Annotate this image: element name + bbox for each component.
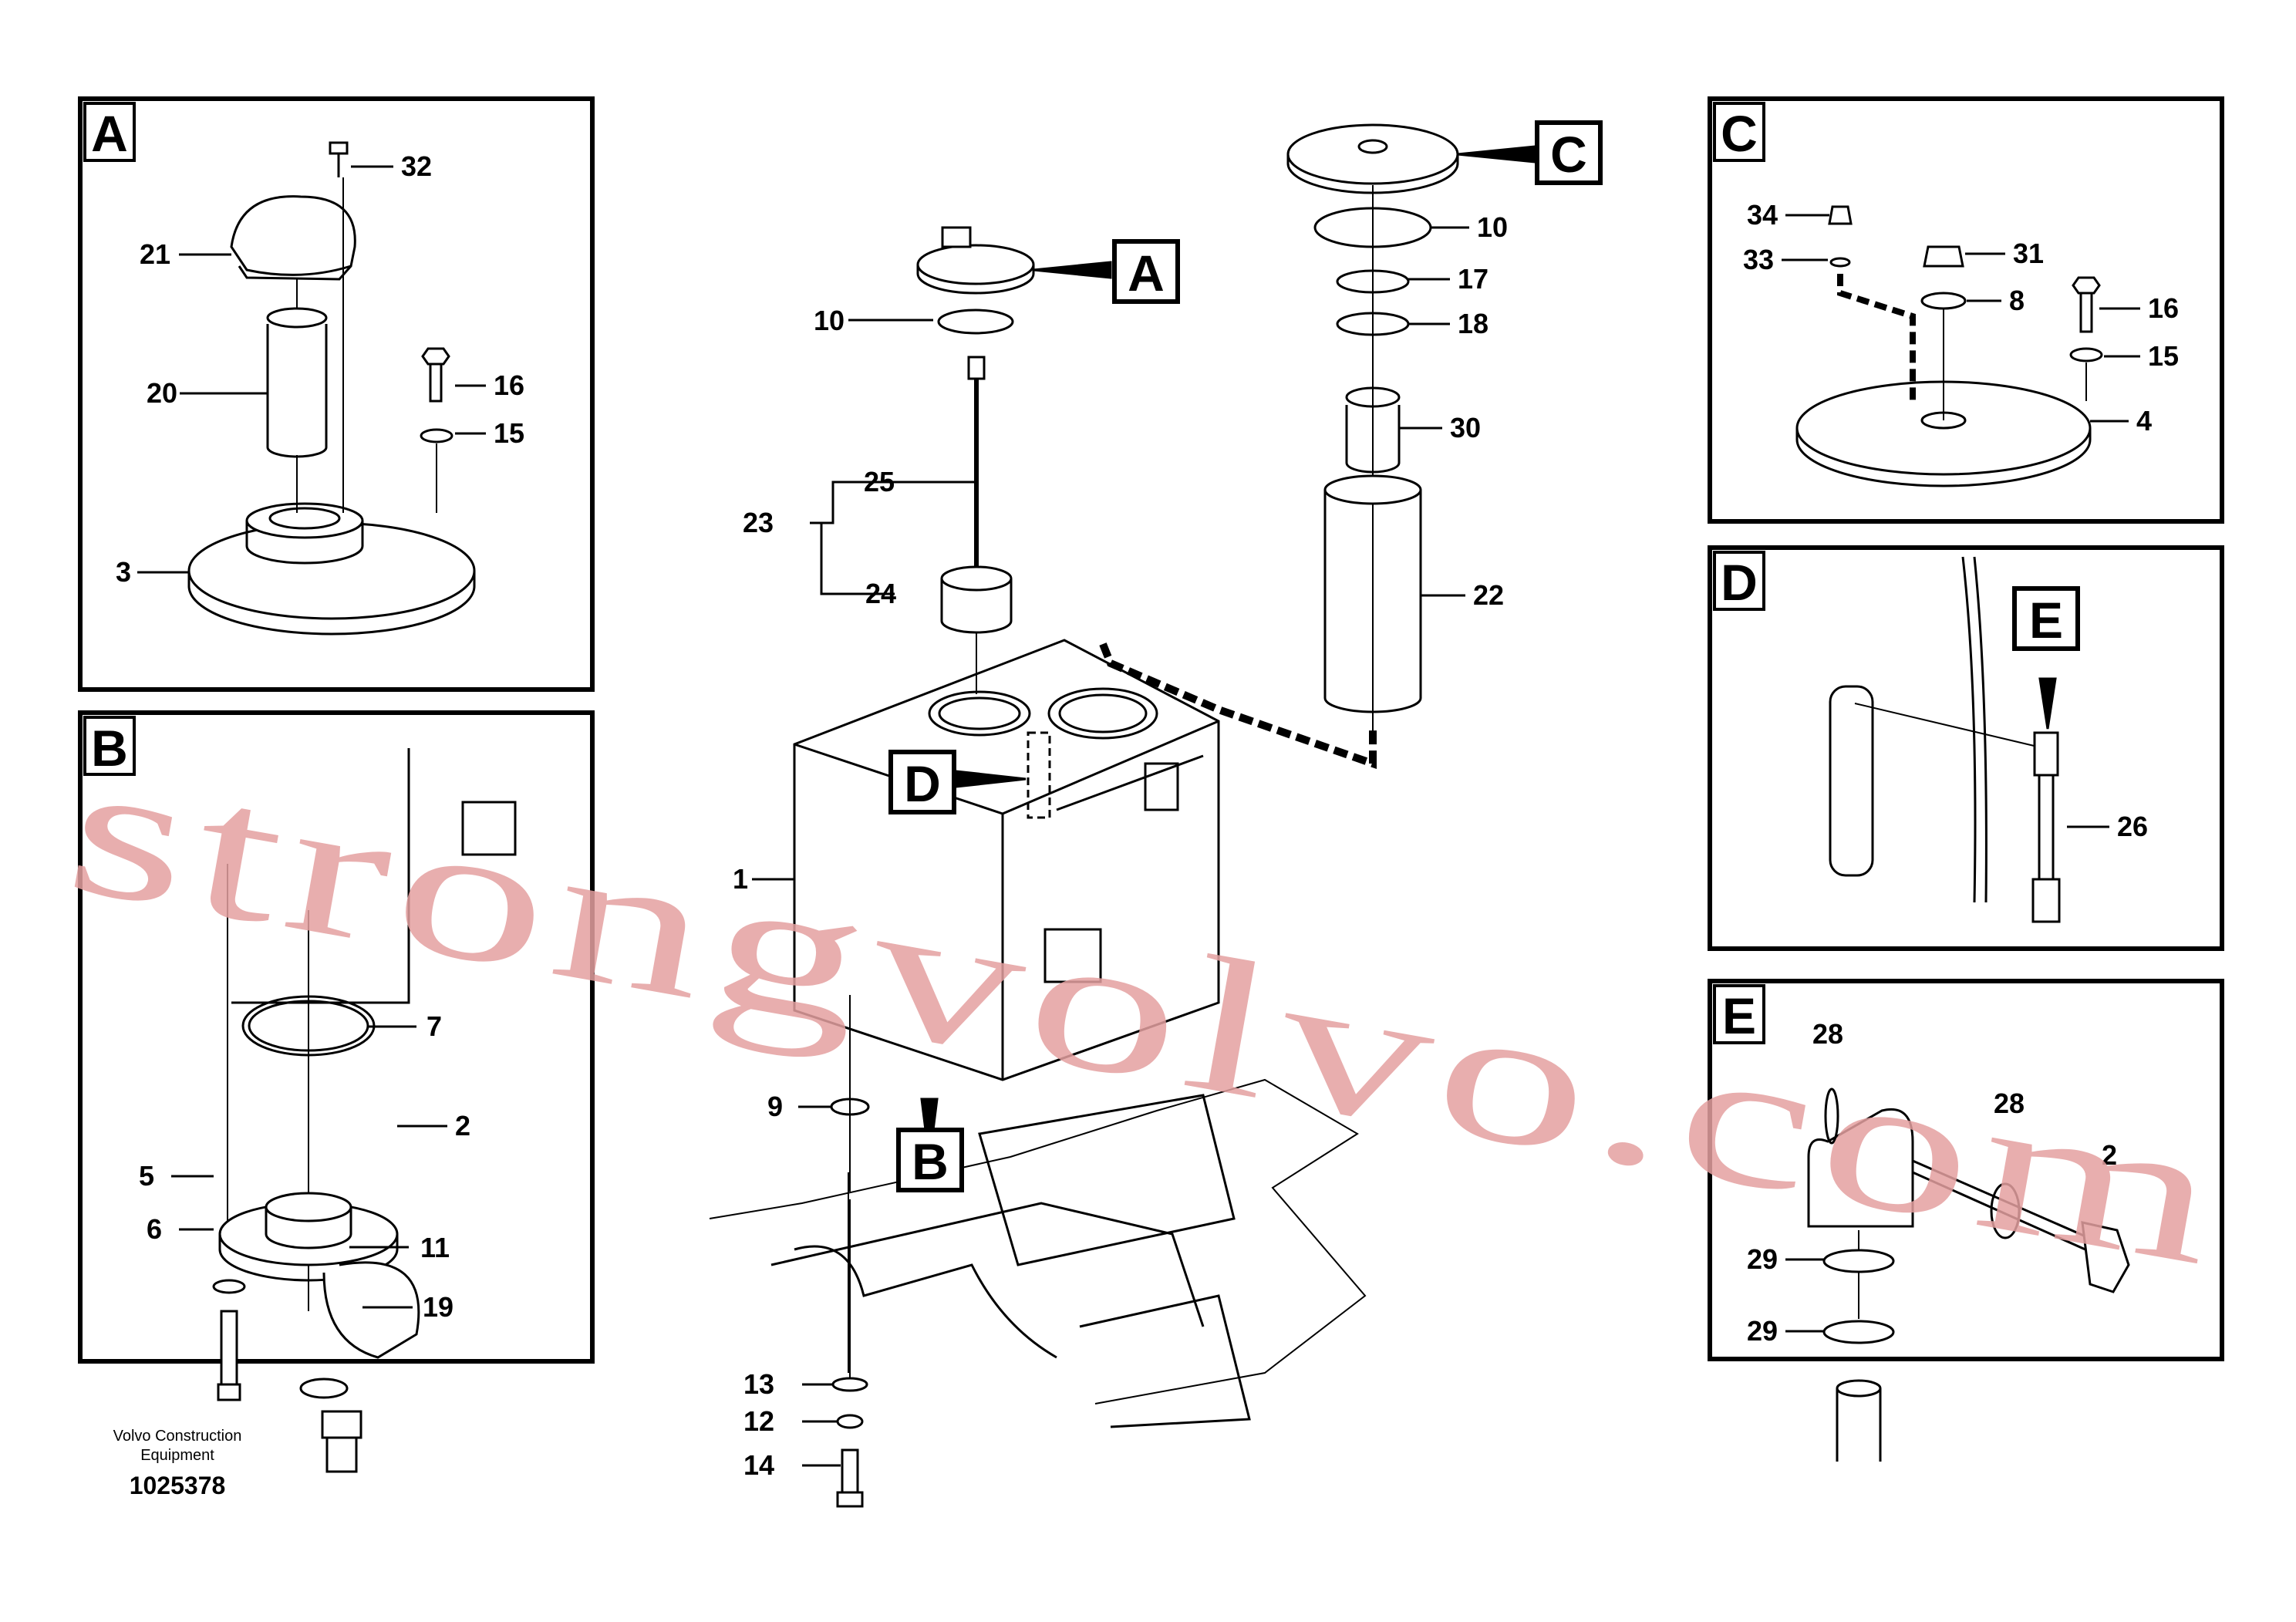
callout-main-24: 24 [865, 578, 896, 609]
main-detail-tag-a: A [1112, 239, 1180, 304]
callout-b-6: 6 [147, 1213, 162, 1245]
callout-main-10a: 10 [814, 305, 845, 336]
detail-panel-a [78, 96, 595, 692]
callout-e-29a: 29 [1747, 1243, 1778, 1275]
callout-a-15: 15 [494, 417, 524, 449]
callout-main-30: 30 [1450, 412, 1481, 443]
callout-d-26: 26 [2117, 811, 2148, 842]
callout-c-16: 16 [2148, 292, 2179, 324]
footer-brand-block: Volvo Construction Equipment 1025378 [113, 1428, 242, 1499]
callout-main-18: 18 [1458, 308, 1489, 339]
tag-a-label: A [1128, 244, 1165, 302]
tag-e-label: E [2029, 592, 2063, 649]
callout-b-11: 11 [420, 1232, 450, 1263]
callout-a-21: 21 [140, 238, 170, 270]
callout-e-2: 2 [2102, 1139, 2117, 1171]
brand-line-1: Volvo Construction [113, 1428, 242, 1445]
callout-main-9: 9 [767, 1091, 783, 1122]
panel-b-callouts: 7 2 5 6 11 19 [139, 1010, 470, 1323]
callout-c-31: 31 [2013, 238, 2044, 269]
callout-c-4: 4 [2136, 405, 2152, 437]
main-detail-tag-c: C [1535, 120, 1603, 185]
panel-a-letter: A [91, 105, 128, 162]
callout-main-23: 23 [743, 507, 774, 538]
panel-c-callouts: 34 31 33 8 16 15 4 [1743, 199, 2179, 437]
panel-e-callouts: 28 28 2 29 29 [1747, 1018, 2117, 1347]
brand-line-2: Equipment [140, 1447, 214, 1464]
panel-b-letter: B [91, 720, 128, 777]
main-detail-tag-d: D [888, 750, 956, 814]
callout-b-19: 19 [423, 1291, 453, 1323]
main-detail-tag-b: B [896, 1128, 964, 1192]
callout-c-8: 8 [2009, 285, 2025, 316]
callout-main-10b: 10 [1477, 211, 1508, 243]
panel-d-letter: D [1721, 554, 1758, 611]
drawing-number: 1025378 [130, 1472, 226, 1499]
callout-main-25: 25 [864, 466, 895, 497]
detail-panel-d [1708, 545, 2224, 951]
tag-c-label: C [1550, 126, 1587, 183]
callout-main-22: 22 [1473, 579, 1504, 611]
tag-b-label: B [912, 1133, 949, 1190]
callout-a-20: 20 [147, 377, 177, 409]
callout-main-13: 13 [743, 1368, 774, 1400]
panel-e-letter: E [1722, 987, 1756, 1044]
tag-d-label: D [904, 755, 941, 812]
panel-c-letter: C [1721, 105, 1758, 162]
callout-b-2: 2 [455, 1110, 470, 1141]
callout-e-29b: 29 [1747, 1315, 1778, 1347]
callout-a-3: 3 [116, 556, 131, 588]
callout-c-34: 34 [1747, 199, 1778, 231]
callout-main-1: 1 [733, 863, 748, 895]
detail-panel-b [78, 710, 595, 1473]
callout-main-14: 14 [743, 1449, 774, 1481]
callout-c-33: 33 [1743, 244, 1774, 275]
callout-a-32: 32 [401, 150, 432, 182]
callout-a-16: 16 [494, 369, 524, 401]
callout-e-28b: 28 [1994, 1088, 2025, 1119]
callout-main-12: 12 [743, 1405, 774, 1437]
callout-main-17: 17 [1458, 263, 1489, 295]
panel-d-tag-e: E [2012, 586, 2080, 651]
callout-b-5: 5 [139, 1160, 154, 1192]
callout-c-15: 15 [2148, 340, 2179, 372]
detail-panel-c [1708, 96, 2224, 524]
callout-e-28a: 28 [1812, 1018, 1843, 1050]
detail-panel-e [1708, 979, 2224, 1462]
panel-a-callouts: 32 21 20 16 15 3 [116, 150, 524, 588]
callout-b-7: 7 [426, 1010, 442, 1042]
main-callouts: 10 25 23 24 1 9 13 12 14 10 17 18 30 22 [733, 211, 1508, 1481]
